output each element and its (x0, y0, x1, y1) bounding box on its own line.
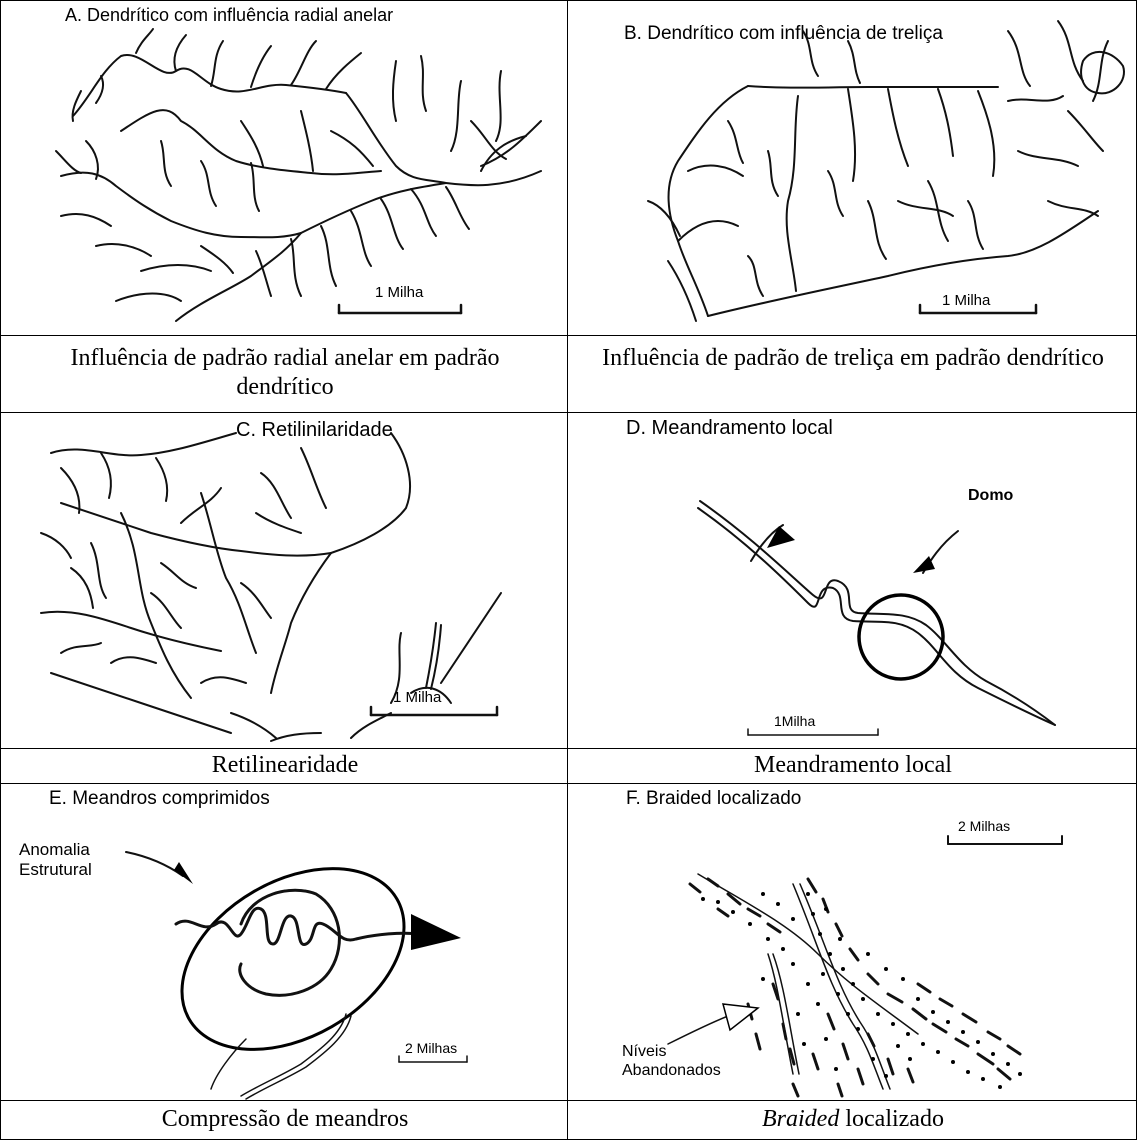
caption-c: Retilinearidade (1, 751, 568, 780)
panel-e-meander-diagram (1, 784, 568, 1101)
panel-f: F. Braided localizado 2 Milhas Níveis Ab… (567, 783, 1137, 1101)
caption-f-cell: Braided localizado (567, 1100, 1137, 1140)
caption-c-cell: Retilinearidade (0, 748, 568, 784)
panel-b: B. Dendrítico com influência de treliça (567, 0, 1137, 336)
caption-a-cell: Influência de padrão radial anelar em pa… (0, 335, 568, 413)
caption-d: Meandramento local (568, 751, 1137, 780)
panel-a: A. Dendrítico com influência radial anel… (0, 0, 568, 336)
panel-b-scale-label: 1 Milha (942, 292, 990, 309)
caption-f: Braided localizado (568, 1105, 1137, 1134)
panel-f-braided-diagram (568, 784, 1137, 1101)
caption-f-braided: Braided (762, 1106, 839, 1132)
panel-c-scale-label: 1 Milha (393, 689, 441, 706)
panel-d-scale-label: 1Milha (774, 713, 815, 729)
caption-e-cell: Compressão de meandros (0, 1100, 568, 1140)
caption-f-rest: localizado (839, 1106, 944, 1132)
panel-b-drainage-map (568, 1, 1137, 336)
panel-e: E. Meandros comprimidos Anomalia Estrutu… (0, 783, 568, 1101)
caption-b-cell: Influência de padrão de treliça em padrã… (567, 335, 1137, 413)
panel-c: C. Retilinilaridade (0, 412, 568, 749)
panel-e-scale-label: 2 Milhas (405, 1040, 457, 1056)
caption-b: Influência de padrão de treliça em padrã… (588, 344, 1118, 373)
panel-c-drainage-map (1, 413, 568, 749)
panel-d: D. Meandramento local Domo 1Milha (567, 412, 1137, 749)
panel-d-meander-diagram (568, 413, 1137, 749)
panel-a-drainage-map (1, 1, 568, 336)
caption-d-cell: Meandramento local (567, 748, 1137, 784)
panel-d-dome-label: Domo (968, 487, 1013, 505)
caption-e: Compressão de meandros (1, 1105, 568, 1134)
caption-a: Influência de padrão radial anelar em pa… (61, 344, 509, 402)
panel-a-scale-label: 1 Milha (375, 284, 423, 301)
